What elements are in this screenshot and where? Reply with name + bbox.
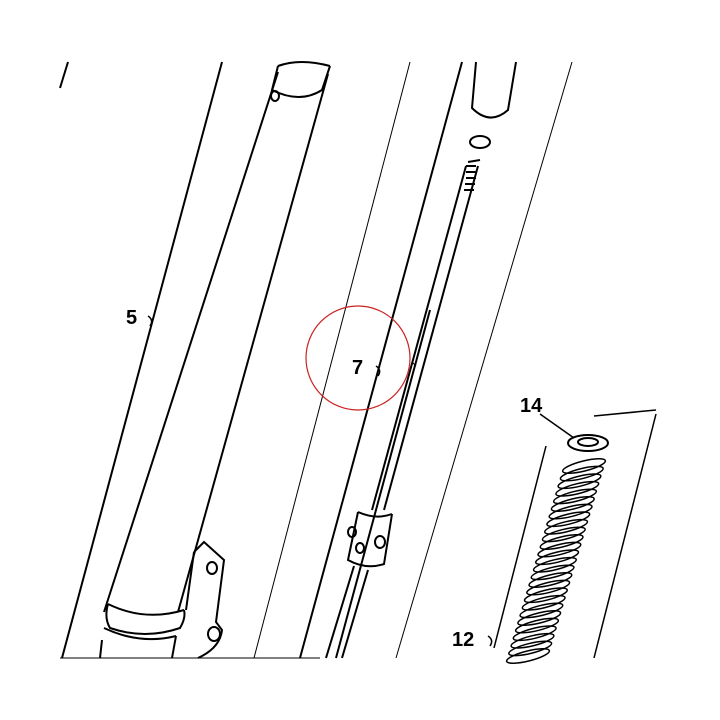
spring-coil	[561, 458, 607, 474]
highlight-circle	[305, 305, 411, 411]
spring-coil	[552, 488, 598, 505]
spring-coil	[510, 632, 555, 649]
spring-coil	[528, 572, 573, 588]
spring-coil	[512, 625, 557, 642]
spring-coil	[539, 534, 584, 550]
spring-coil	[521, 594, 566, 611]
fork-spring	[493, 409, 657, 664]
fork-outer-tube	[59, 61, 331, 659]
spring-coil	[555, 480, 600, 497]
leader-ticks	[147, 315, 493, 647]
spring-coil	[523, 587, 569, 604]
damper-rod-assembly	[253, 61, 573, 659]
spring-coil	[548, 503, 593, 520]
part-label-7: 7	[352, 357, 363, 379]
spring-coil	[537, 541, 582, 558]
part-label-14: 14	[520, 395, 543, 417]
spring-coil	[546, 511, 591, 528]
spring-coil	[517, 610, 562, 626]
spring-coil	[519, 602, 564, 619]
part-label-5: 5	[126, 307, 137, 329]
spring-coils	[505, 458, 607, 664]
spring-coil	[505, 648, 551, 664]
spring-coil	[559, 465, 604, 482]
spring-coil	[541, 526, 586, 543]
part-label-12: 12	[452, 629, 474, 651]
spring-coil	[532, 556, 578, 573]
spring-coil	[514, 617, 560, 634]
spring-coil	[557, 473, 602, 490]
spring-coil	[550, 496, 595, 512]
spring-coil	[508, 640, 553, 657]
spring-coil	[543, 518, 589, 535]
spring-coil	[534, 549, 580, 566]
spring-washer	[539, 413, 609, 452]
spring-coil	[530, 564, 575, 581]
spring-coil	[526, 579, 571, 596]
